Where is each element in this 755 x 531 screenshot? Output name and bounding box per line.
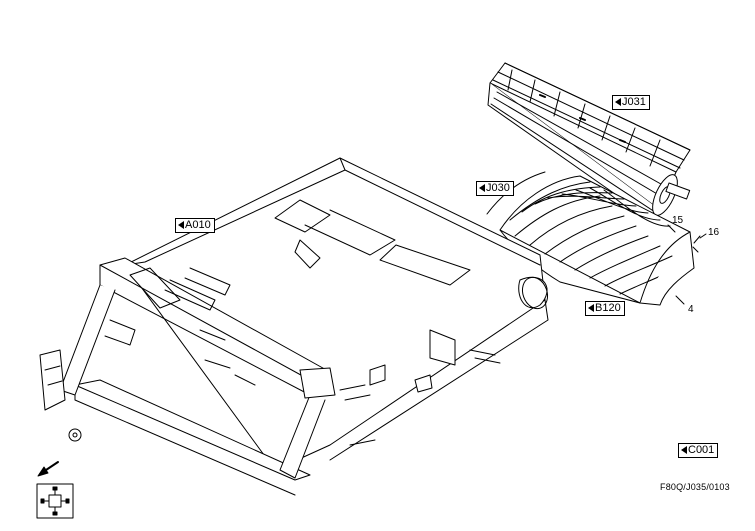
ref-label: J030 [486,182,510,194]
front-frame-beams [39,257,336,496]
part-number-15: 15 [672,215,684,226]
pointer-left-icon [479,184,485,192]
pointer-left-icon [178,221,184,229]
leader-16 [699,233,707,239]
rotor-cover-arc [486,171,546,215]
rotor-drum [487,62,691,223]
ref-label: J031 [622,96,646,108]
leader-15 [667,224,676,233]
part-number-16: 16 [708,227,720,238]
concave-grate [499,175,701,306]
ref-tag-a010[interactable]: A010 [175,218,215,233]
pointer-left-icon [615,98,621,106]
pointer-left-icon [588,304,594,312]
ref-tag-c001[interactable]: C001 [678,443,719,458]
arrow-down-left-icon [37,461,59,477]
leader-4 [675,295,685,305]
ref-tag-j031[interactable]: J031 [612,95,650,110]
part-number-4: 4 [688,304,694,315]
ref-tag-b120[interactable]: B120 [585,301,625,316]
ref-label: A010 [185,219,211,231]
pointer-left-icon [681,446,687,454]
four-way-nav-icon[interactable] [36,483,74,519]
ref-label: C001 [688,444,715,456]
ref-label: B120 [595,302,621,314]
drawing-code: F80Q/J035/0103 [660,482,730,492]
ref-tag-j030[interactable]: J030 [476,181,514,196]
